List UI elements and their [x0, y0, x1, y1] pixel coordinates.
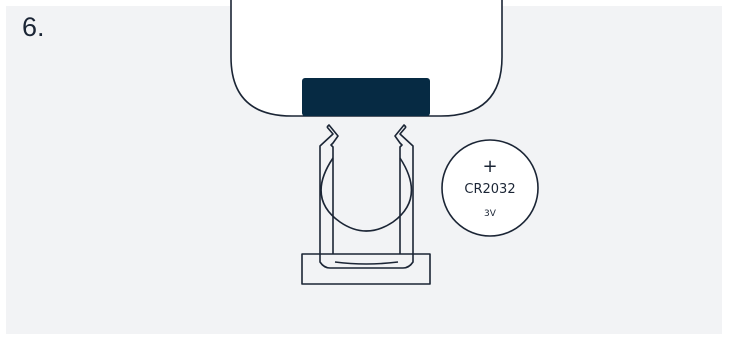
- remote-control-icon: [230, 0, 503, 117]
- battery-polarity-label: +: [482, 156, 497, 177]
- battery-voltage-label: 3V: [484, 209, 497, 219]
- battery-slot: [302, 78, 430, 116]
- step-number: 6.: [22, 12, 45, 42]
- battery-tray-icon: [301, 124, 431, 285]
- battery-model-label: CR2032: [464, 182, 515, 197]
- coin-cell-battery-icon: + CR2032 3V: [441, 139, 539, 237]
